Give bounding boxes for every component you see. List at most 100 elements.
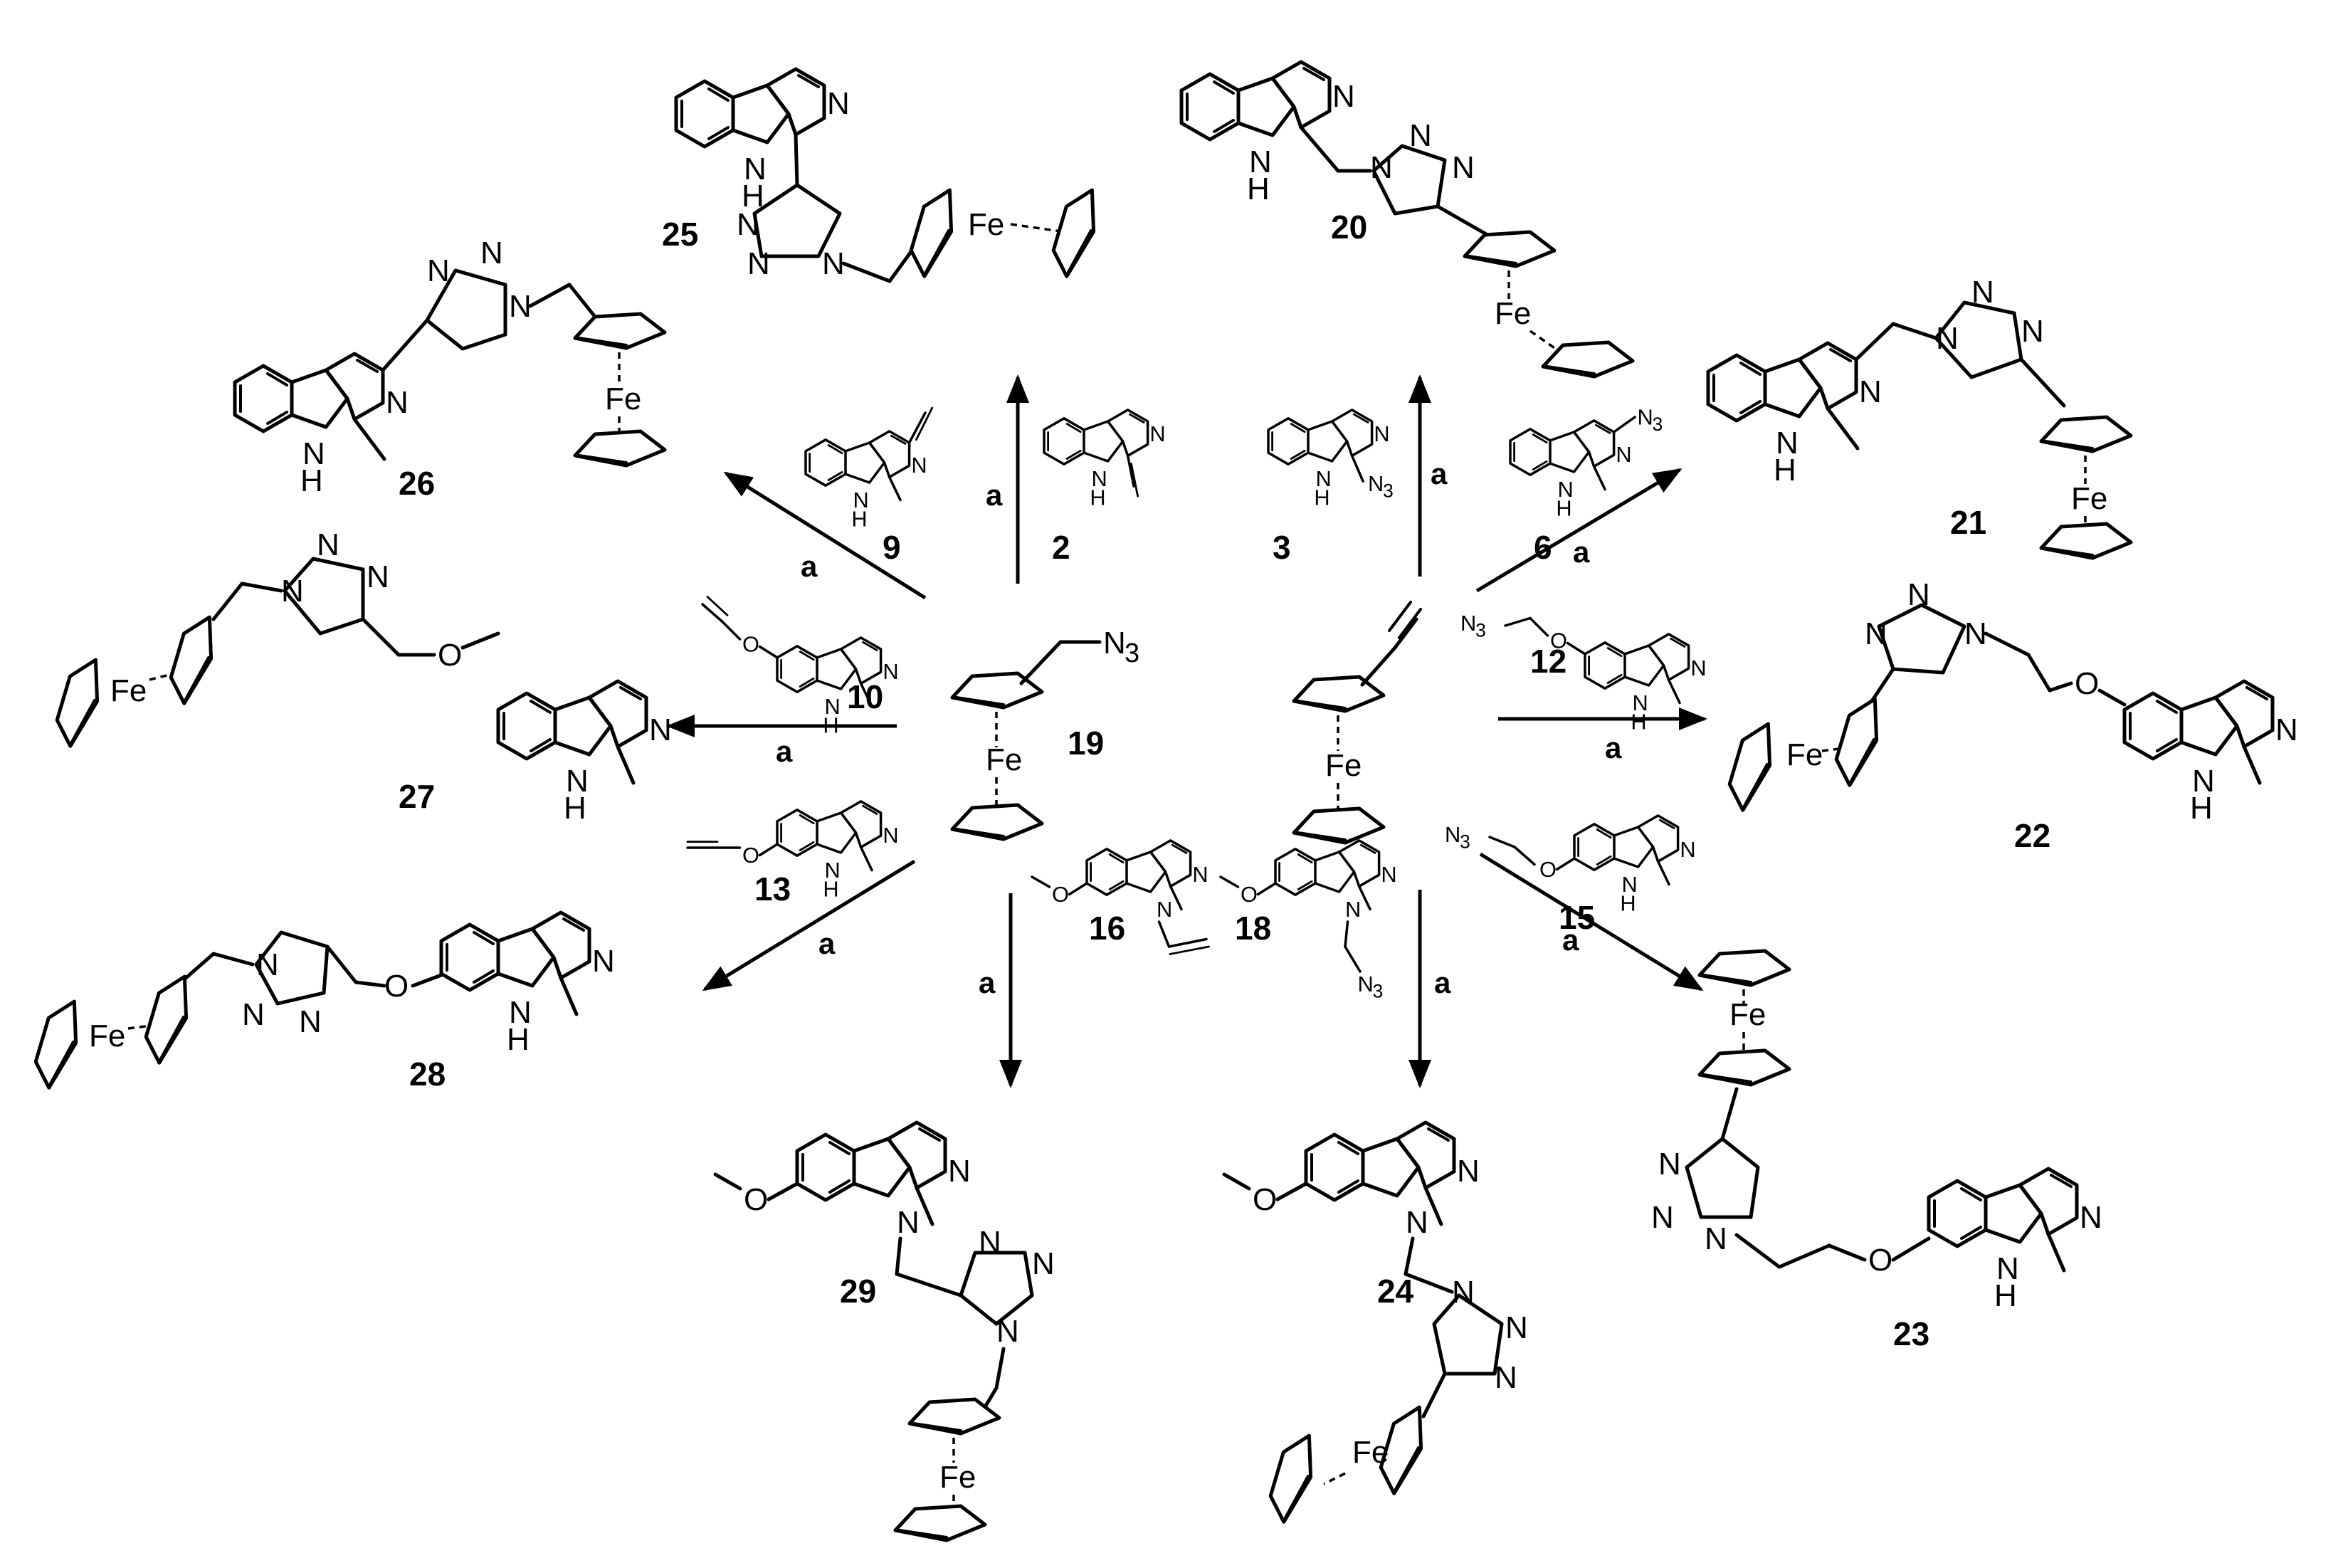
svg-text:N: N xyxy=(897,1205,920,1240)
svg-text:O: O xyxy=(1253,1182,1277,1217)
svg-text:3: 3 xyxy=(1273,529,1291,566)
svg-text:N: N xyxy=(1316,466,1332,491)
svg-text:a: a xyxy=(1434,966,1451,999)
svg-text:Fe: Fe xyxy=(1352,1435,1389,1470)
svg-text:N: N xyxy=(996,1314,1019,1349)
svg-text:23: 23 xyxy=(1893,1315,1929,1352)
svg-text:N: N xyxy=(386,385,409,420)
svg-text:H: H xyxy=(1620,891,1636,916)
svg-text:21: 21 xyxy=(1950,504,1986,541)
svg-text:24: 24 xyxy=(1377,1273,1414,1310)
svg-text:N: N xyxy=(853,488,869,512)
svg-text:N: N xyxy=(883,823,898,848)
svg-text:H: H xyxy=(1314,485,1329,510)
svg-text:H: H xyxy=(823,713,838,738)
svg-text:O: O xyxy=(2075,666,2099,701)
svg-text:6: 6 xyxy=(1534,529,1552,566)
reaction-arrows xyxy=(666,374,1707,1088)
svg-text:N: N xyxy=(1964,616,1987,651)
svg-text:N: N xyxy=(744,152,767,186)
svg-text:H: H xyxy=(823,877,838,902)
svg-text:26: 26 xyxy=(399,465,435,502)
svg-text:H: H xyxy=(851,507,867,532)
compound-3: N H N N 3 xyxy=(1267,409,1394,510)
svg-text:H: H xyxy=(2190,791,2213,826)
svg-text:N: N xyxy=(649,712,672,747)
svg-text:N: N xyxy=(1633,690,1648,715)
svg-text:N: N xyxy=(1638,405,1653,430)
svg-text:H: H xyxy=(1631,710,1646,735)
svg-text:H: H xyxy=(1556,496,1571,521)
svg-text:N: N xyxy=(737,207,759,242)
svg-text:a: a xyxy=(801,549,818,583)
reagent-labels: a a a a a a a a a a xyxy=(776,457,1622,999)
svg-text:O: O xyxy=(1539,857,1557,882)
compound-9: N H N xyxy=(804,406,934,532)
svg-text:H: H xyxy=(507,1022,530,1057)
compound-6: N H N N 3 xyxy=(1509,405,1663,521)
compound-25: N H N N N N Fe xyxy=(676,69,1107,283)
svg-text:N: N xyxy=(2275,712,2298,747)
svg-text:O: O xyxy=(742,632,759,657)
svg-text:N: N xyxy=(1358,972,1374,996)
svg-text:N: N xyxy=(1192,862,1208,887)
svg-text:22: 22 xyxy=(2014,817,2050,854)
svg-text:N: N xyxy=(1249,144,1272,179)
svg-text:N: N xyxy=(1452,1275,1475,1310)
svg-text:N: N xyxy=(1996,1251,2019,1286)
svg-text:18: 18 xyxy=(1235,910,1271,947)
svg-text:N: N xyxy=(1460,611,1476,636)
svg-text:Fe: Fe xyxy=(1325,748,1362,783)
svg-text:N: N xyxy=(2192,764,2215,799)
svg-text:a: a xyxy=(818,927,836,960)
svg-text:10: 10 xyxy=(847,678,883,715)
svg-text:N: N xyxy=(367,559,389,594)
svg-text:12: 12 xyxy=(1530,643,1566,680)
svg-text:27: 27 xyxy=(399,778,435,815)
svg-text:Fe: Fe xyxy=(89,1019,125,1053)
compound-27: Fe N N N O N H N xyxy=(48,527,672,826)
svg-text:N: N xyxy=(1368,471,1384,496)
compound-28: Fe N N N O N H N xyxy=(26,912,615,1091)
svg-text:13: 13 xyxy=(754,870,791,907)
svg-text:25: 25 xyxy=(662,216,698,253)
svg-text:3: 3 xyxy=(1383,480,1394,501)
svg-text:N: N xyxy=(1370,150,1393,185)
svg-text:N: N xyxy=(825,694,841,719)
svg-text:H: H xyxy=(300,463,323,498)
svg-text:N: N xyxy=(1103,626,1126,661)
svg-text:N: N xyxy=(911,453,927,478)
svg-text:N: N xyxy=(948,1154,971,1189)
svg-text:N: N xyxy=(592,944,615,979)
svg-text:N: N xyxy=(1658,1147,1681,1182)
svg-text:O: O xyxy=(1241,882,1258,907)
svg-text:3: 3 xyxy=(1460,831,1470,852)
svg-text:Fe: Fe xyxy=(968,207,1004,242)
compound-21: N H N N N N Fe xyxy=(1708,275,2131,558)
compound-label-19: 19 xyxy=(1068,725,1104,762)
svg-text:20: 20 xyxy=(1331,209,1367,246)
compound-26: N H N N N N Fe xyxy=(235,236,665,498)
svg-text:Fe: Fe xyxy=(110,673,147,708)
svg-text:N: N xyxy=(825,858,841,883)
svg-text:a: a xyxy=(1562,923,1579,957)
ethynylferrocene: Fe xyxy=(1294,601,1422,843)
svg-text:H: H xyxy=(1090,485,1105,510)
svg-text:N: N xyxy=(1381,862,1396,887)
svg-text:N: N xyxy=(317,527,339,562)
svg-text:a: a xyxy=(1431,457,1448,490)
svg-text:N: N xyxy=(747,246,770,281)
svg-text:N: N xyxy=(1457,1154,1480,1189)
svg-text:N: N xyxy=(1445,822,1460,847)
compound-22: Fe N N N O N H N xyxy=(1720,577,2298,826)
svg-text:3: 3 xyxy=(1653,414,1663,435)
compound-10: N H N O xyxy=(701,596,899,738)
svg-text:N: N xyxy=(1907,577,1930,612)
svg-text:N: N xyxy=(1092,466,1107,491)
svg-text:H: H xyxy=(1774,453,1796,488)
svg-text:N: N xyxy=(1157,897,1172,922)
compound-19-azidomethylferrocene: N 3 Fe 19 xyxy=(952,626,1139,839)
svg-text:O: O xyxy=(438,638,462,673)
